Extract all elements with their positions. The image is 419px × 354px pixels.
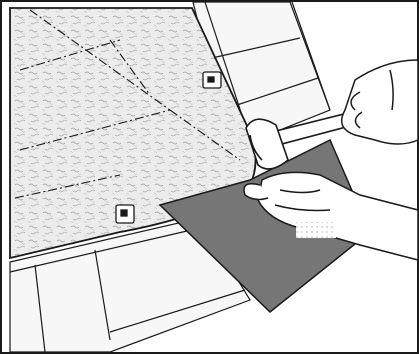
flashing-bracket bbox=[115, 71, 222, 224]
gloved-hand-lower bbox=[243, 171, 419, 261]
gloved-hand-upper bbox=[340, 59, 419, 145]
tile-strip-bottom bbox=[9, 217, 251, 353]
dash-dot-fold-lines bbox=[14, 9, 241, 199]
